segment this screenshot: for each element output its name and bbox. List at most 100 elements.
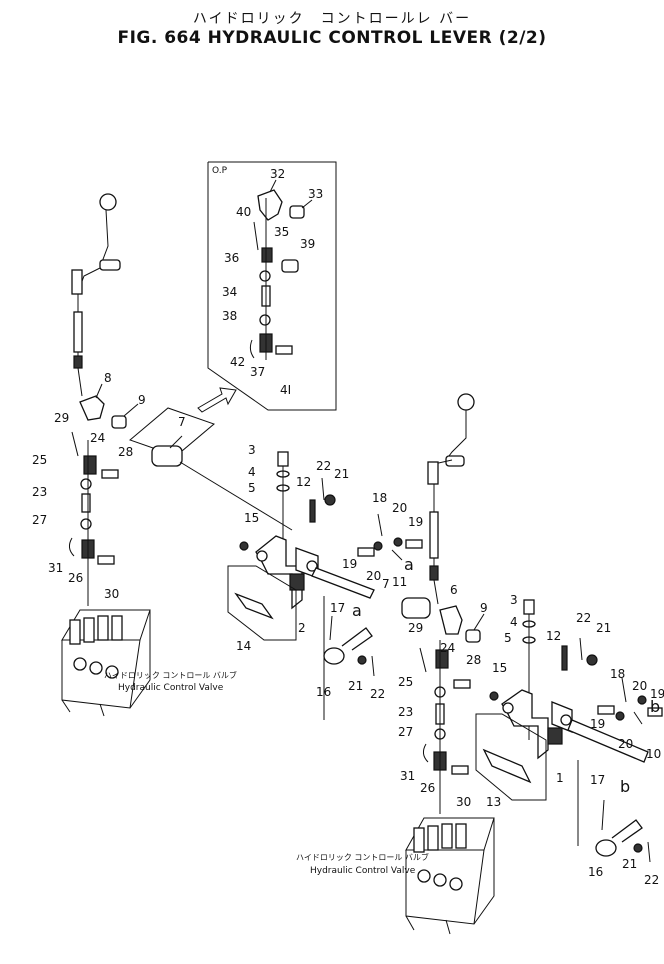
callout-11: 11 — [392, 575, 407, 589]
bushing-part-7-right — [401, 597, 431, 619]
bolt-part-19-center-top — [405, 539, 423, 549]
option-arrow — [197, 387, 237, 413]
callout-12-right: 12 — [546, 629, 561, 643]
callout-4-center: 4 — [248, 465, 256, 479]
option-box-label: O.P — [212, 166, 228, 176]
bushing-part-9-right — [465, 629, 481, 643]
part-13 — [482, 748, 532, 784]
nut-part-20-center — [393, 537, 403, 547]
bolt-part-28-left — [101, 469, 119, 479]
callout-21-right: 21 — [596, 621, 611, 635]
callout-21-center-b: 21 — [348, 679, 363, 693]
right-control-lever — [427, 393, 475, 605]
nut-part-21-center-b — [357, 655, 367, 665]
nut-part-21-center — [324, 494, 336, 506]
part-14-frame — [227, 565, 297, 641]
nut-part-15-center — [239, 541, 249, 551]
figure-title: FIG. 664 HYDRAULIC CONTROL LEVER (2/2) — [117, 28, 547, 48]
left-valve-caption-japanese: ハイドロリック コントロール バルブ — [104, 670, 237, 680]
bolt-part-28-right — [453, 679, 471, 689]
callout-labels: 32 33 40 35 39 36 34 38 42 37 4I 8 9 7 2… — [32, 167, 664, 887]
callout-21-right-b: 21 — [622, 857, 637, 871]
callout-37: 37 — [250, 365, 265, 379]
clevis-part-24-right — [435, 649, 449, 669]
nut-part-20-right — [615, 711, 625, 721]
callout-4-right: 4 — [510, 615, 518, 629]
callout-6: 6 — [450, 583, 458, 597]
bushing-part-9-left — [111, 415, 127, 429]
callout-35: 35 — [274, 225, 289, 239]
clevis-part-35 — [261, 247, 273, 263]
bolt-part-23-left — [81, 493, 91, 513]
callout-9-left: 9 — [138, 393, 146, 407]
callout-2: 2 — [298, 621, 306, 635]
callout-19-right: 19 — [590, 717, 605, 731]
clevis-part-24-left — [83, 455, 97, 475]
title-japanese: ハイドロリック コントロールレ バー — [192, 11, 472, 27]
callout-23-right: 23 — [398, 705, 413, 719]
nut-part-15-right — [489, 691, 499, 701]
bolt-part-19-right-top — [647, 707, 663, 717]
callout-5-right: 5 — [504, 631, 512, 645]
callout-27-right: 27 — [398, 725, 413, 739]
callout-42: 42 — [230, 355, 245, 369]
shaft-part-10 — [567, 719, 649, 763]
pivot-part-6 — [439, 605, 463, 635]
callout-24-left: 24 — [90, 431, 105, 445]
callout-19-center-top: 19 — [408, 515, 423, 529]
right-valve-caption-english: Hydraulic Control Valve — [310, 866, 416, 876]
lever-part-16-left — [341, 627, 373, 651]
callout-18-right: 18 — [610, 667, 625, 681]
callout-7-left: 7 — [178, 415, 186, 429]
callout-20-center: 20 — [366, 569, 381, 583]
callout-30-right: 30 — [456, 795, 471, 809]
link-mark-a-lower: a — [352, 601, 362, 620]
callout-19-right-top: 19 — [650, 687, 664, 701]
callout-41: 4I — [280, 383, 291, 397]
callout-18-center: 18 — [372, 491, 387, 505]
callout-1: 1 — [556, 771, 564, 785]
callout-21-center: 21 — [334, 467, 349, 481]
callout-13: 13 — [486, 795, 501, 809]
callout-34: 34 — [222, 285, 237, 299]
option-parts-box: O.P — [207, 161, 337, 411]
callout-38: 38 — [222, 309, 237, 323]
callout-25-right: 25 — [398, 675, 413, 689]
shaft-part-11 — [311, 567, 375, 599]
callout-20-right: 20 — [618, 737, 633, 751]
bolt-part-30-right — [451, 765, 469, 775]
callout-25-left: 25 — [32, 453, 47, 467]
spring-part-12-center — [309, 499, 316, 523]
callout-20-center-top: 20 — [392, 501, 407, 515]
callout-39: 39 — [300, 237, 315, 251]
spring-part-12-right — [561, 645, 568, 671]
bolt-part-3-right — [523, 599, 535, 615]
lever-part-16-right — [611, 819, 643, 843]
bolt-part-3-center — [277, 451, 289, 467]
callout-32: 32 — [270, 167, 285, 181]
callout-29-left: 29 — [54, 411, 69, 425]
callout-14: 14 — [236, 639, 251, 653]
callout-28-right: 28 — [466, 653, 481, 667]
callout-31-left: 31 — [48, 561, 63, 575]
callout-29-right: 29 — [408, 621, 423, 635]
callout-22-right: 22 — [576, 611, 591, 625]
callout-40: 40 — [236, 205, 251, 219]
callout-31-right: 31 — [400, 769, 415, 783]
nut-part-20-right-top — [637, 695, 647, 705]
right-hydraulic-control-valve — [405, 817, 495, 935]
part-13-frame — [475, 713, 547, 801]
nut-part-20-center-b — [373, 541, 383, 551]
link-mark-b-lower: b — [620, 777, 630, 796]
callout-9-right: 9 — [480, 601, 488, 615]
callout-36: 36 — [224, 251, 239, 265]
callout-22-right-b: 22 — [644, 873, 659, 887]
callout-8: 8 — [104, 371, 112, 385]
bolt-part-30-left — [97, 555, 115, 565]
callout-26-right: 26 — [420, 781, 435, 795]
bushing-part-7-left — [151, 445, 183, 467]
bolt-part-19-right — [597, 705, 615, 715]
callout-3-right: 3 — [510, 593, 518, 607]
left-hydraulic-control-valve — [61, 609, 151, 717]
bolt-part-19-center — [357, 547, 375, 557]
